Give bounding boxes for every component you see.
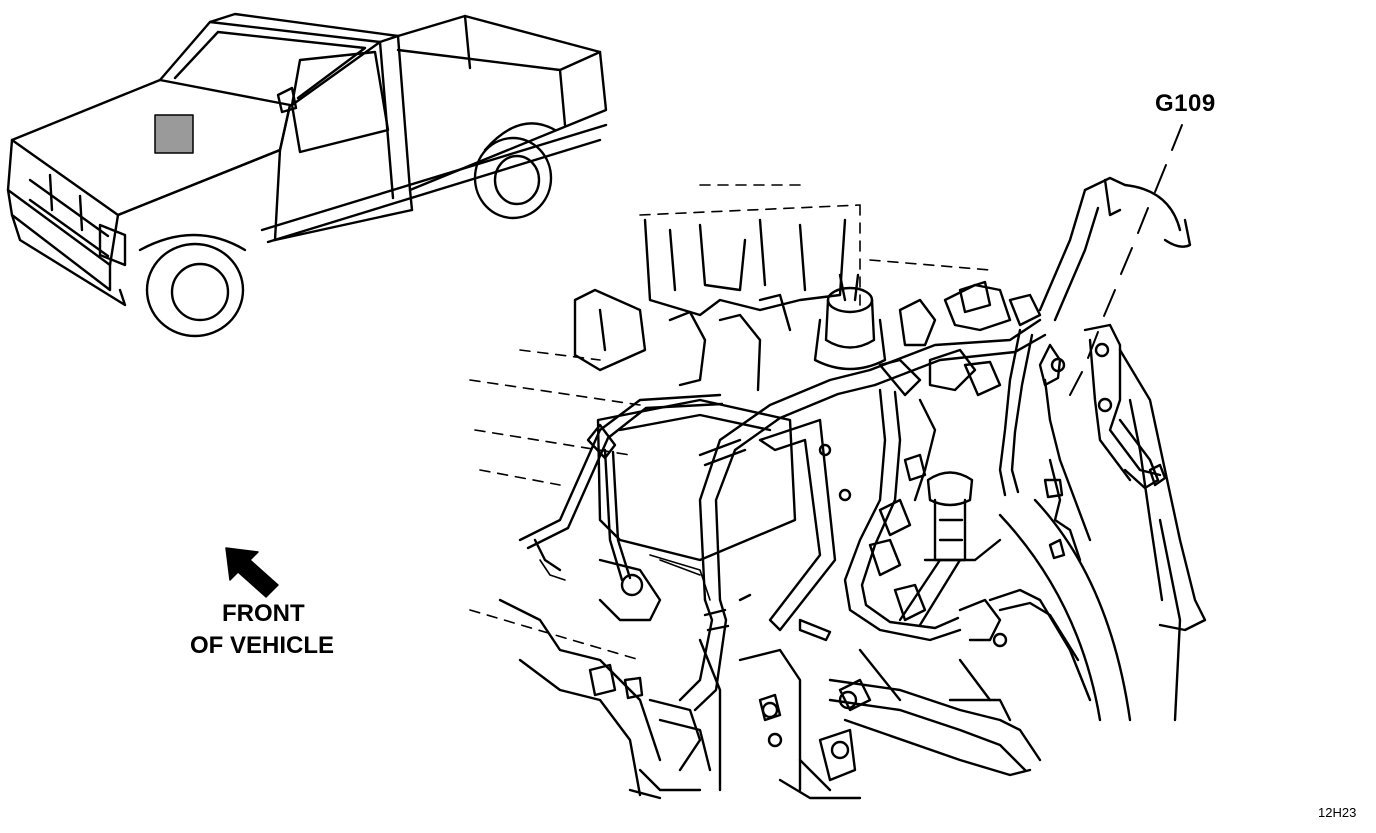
- ground-callout-label: G109: [1155, 90, 1216, 117]
- pickup-truck-icon: [6, 12, 608, 338]
- arrow-up-left-icon: [225, 547, 279, 598]
- engine-compartment-illustration: [469, 176, 1207, 800]
- g109-leader-line: [1069, 124, 1183, 396]
- direction-label-line1: FRONT: [222, 600, 305, 627]
- direction-label-line2: OF VEHICLE: [190, 632, 335, 659]
- engine-location-patch: [154, 114, 194, 154]
- figure-code: 12H23: [1318, 805, 1357, 820]
